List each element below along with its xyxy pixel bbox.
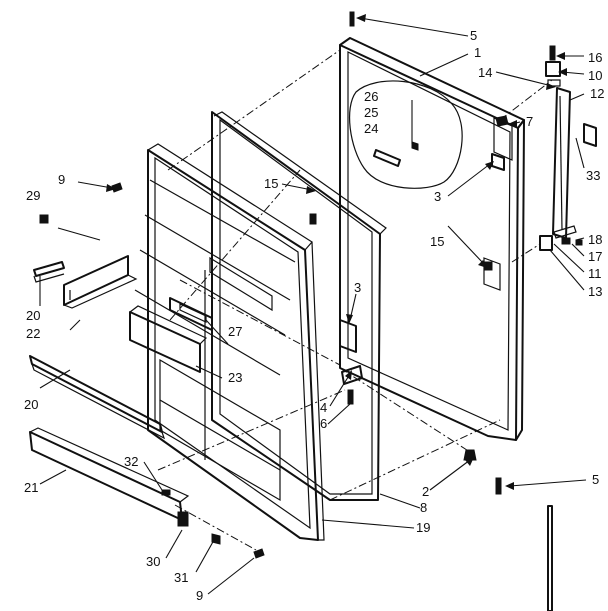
callout-14: 14 [478,65,492,80]
callout-31: 31 [174,570,188,585]
callout-4: 4 [320,400,327,415]
callout-5-top: 5 [470,28,477,43]
callouts: 5 1 14 16 10 12 33 7 26 25 24 3 15 15 18… [24,28,604,603]
callout-23: 23 [228,370,242,385]
callout-7: 7 [526,114,533,129]
callout-26: 26 [364,89,378,104]
door-rail-part-20-lower [29,355,166,440]
part-33 [583,123,597,147]
dairy-door-part-27 [169,297,213,331]
outer-door-panel [339,37,525,441]
assembly-guidelines [157,49,553,551]
shelf-part-22 [63,255,138,309]
callout-11: 11 [588,266,602,281]
door-gasket [211,111,387,501]
screws [39,11,583,559]
callout-8: 8 [420,500,427,515]
shelf-part-23 [129,305,208,373]
callout-17: 17 [588,249,602,264]
shelf-retainer-part-3 [339,153,505,353]
callout-2: 2 [422,484,429,499]
callout-18: 18 [588,232,602,247]
door-liner [134,143,325,541]
callout-6: 6 [320,416,327,431]
callout-20-lower: 20 [24,397,38,412]
callout-21: 21 [24,480,38,495]
hinge-part-13 [539,225,577,251]
callout-20-upper: 20 [26,308,40,323]
vertical-trim-strip [547,505,553,611]
callout-32: 32 [124,454,138,469]
callout-5-bottom: 5 [592,472,599,487]
callout-33: 33 [586,168,600,183]
callout-29: 29 [26,188,40,203]
hinge-part-14 [545,61,561,87]
callout-15-left: 15 [264,176,278,191]
part-24-25-26-inset [349,80,463,189]
callout-27: 27 [228,324,242,339]
bracket-part-4 [341,365,363,385]
handle-part-12 [552,87,571,239]
callout-9-top: 9 [58,172,65,187]
callout-9-bottom: 9 [196,588,203,603]
callout-30: 30 [146,554,160,569]
callout-22: 22 [26,326,40,341]
callout-1: 1 [474,45,481,60]
callout-12: 12 [590,86,604,101]
callout-3-right: 3 [434,189,441,204]
callout-19: 19 [416,520,430,535]
leader-lines [39,14,587,595]
door-rail-part-20-upper [33,261,65,283]
callout-15-right: 15 [430,234,444,249]
callout-10: 10 [588,68,602,83]
callout-3-center: 3 [354,280,361,295]
callout-24: 24 [364,121,378,136]
callout-25: 25 [364,105,378,120]
callout-16: 16 [588,50,602,65]
callout-13: 13 [588,284,602,299]
